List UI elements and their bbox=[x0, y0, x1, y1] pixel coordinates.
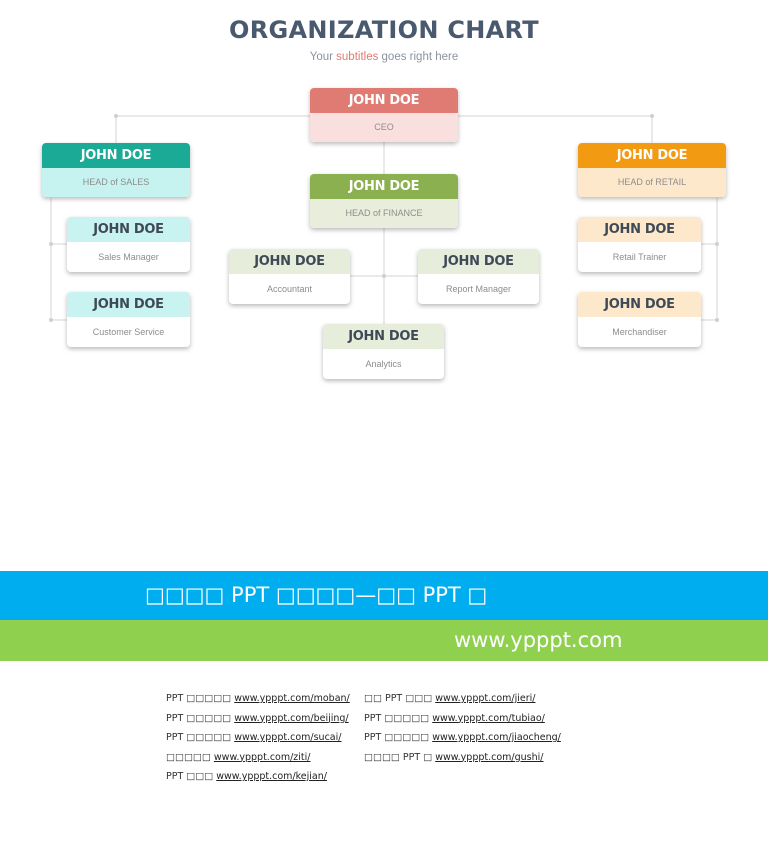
footer-link-label: □□ PPT □□□ bbox=[364, 693, 436, 704]
footer-link[interactable]: PPT □□□□□ www.ypppt.com/beijing/ bbox=[166, 713, 350, 733]
footer-link-label: PPT □□□ bbox=[166, 771, 217, 782]
node-name: JOHN DOE bbox=[229, 249, 350, 274]
node-name: JOHN DOE bbox=[418, 249, 539, 274]
node-role: HEAD of RETAIL bbox=[578, 168, 726, 197]
footer-link-label: PPT □□□□□ bbox=[166, 732, 235, 743]
node-head-finance: JOHN DOE HEAD of FINANCE bbox=[310, 174, 458, 228]
footer-link-url[interactable]: www.ypppt.com/gushi/ bbox=[435, 751, 544, 763]
node-retail-trainer: JOHN DOE Retail Trainer bbox=[578, 217, 701, 272]
node-name: JOHN DOE bbox=[578, 143, 726, 168]
footer-link-label: PPT □□□□□ bbox=[364, 732, 433, 743]
footer-link-url[interactable]: www.ypppt.com/moban/ bbox=[234, 693, 350, 704]
node-name: JOHN DOE bbox=[310, 174, 458, 199]
footer-link[interactable]: PPT □□□□□ www.ypppt.com/jiaocheng/ bbox=[364, 732, 561, 752]
footer-link-list-right: □□ PPT □□□ www.ypppt.com/jieri/ PPT □□□□… bbox=[364, 693, 561, 771]
footer-link-url[interactable]: www.ypppt.com/tubiao/ bbox=[432, 712, 545, 724]
connector-dot bbox=[49, 242, 53, 246]
node-role: Sales Manager bbox=[98, 252, 159, 262]
connector-dot bbox=[715, 242, 719, 246]
subtitle-highlight: subtitles bbox=[336, 51, 379, 63]
footer-link-label: PPT □□□□□ bbox=[166, 693, 235, 704]
node-role: Retail Trainer bbox=[612, 252, 667, 262]
node-report-manager: JOHN DOE Report Manager bbox=[418, 249, 539, 304]
page-subtitle: Your subtitles goes right here bbox=[0, 51, 768, 63]
page-title: ORGANIZATION CHART bbox=[229, 16, 539, 44]
connector-dot bbox=[114, 114, 118, 118]
node-merchandiser: JOHN DOE Merchandiser bbox=[578, 292, 701, 347]
footer-link-url[interactable]: www.ypppt.com/ziti/ bbox=[213, 751, 311, 763]
footer-link[interactable]: □□□□□ www.ypppt.com/ziti/ bbox=[166, 752, 350, 772]
node-role: Merchandiser bbox=[612, 327, 667, 337]
node-role: CEO bbox=[310, 113, 458, 142]
subtitle-suffix: goes right here bbox=[378, 51, 459, 63]
footer-banner: □□□□ PPT □□□□—□□ PPT □ bbox=[0, 571, 768, 620]
footer-link[interactable]: PPT □□□□□ www.ypppt.com/moban/ bbox=[166, 693, 350, 713]
footer-link[interactable]: PPT □□□□□ www.ypppt.com/tubiao/ bbox=[364, 713, 561, 733]
footer-link-label: PPT □□□□□ bbox=[364, 712, 433, 724]
node-sales-manager: JOHN DOE Sales Manager bbox=[67, 217, 190, 272]
node-analytics: JOHN DOE Analytics bbox=[323, 324, 444, 379]
footer-link-label: □□□□□ bbox=[166, 751, 214, 763]
footer-link-url[interactable]: www.ypppt.com/beijing/ bbox=[234, 712, 349, 724]
node-role: HEAD of SALES bbox=[42, 168, 190, 197]
connector-dot bbox=[49, 318, 53, 322]
connector-dot bbox=[650, 114, 654, 118]
node-head-retail: JOHN DOE HEAD of RETAIL bbox=[578, 143, 726, 197]
node-customer-service: JOHN DOE Customer Service bbox=[67, 292, 190, 347]
node-ceo: JOHN DOE CEO bbox=[310, 88, 458, 142]
connector-dot bbox=[382, 274, 386, 278]
node-name: JOHN DOE bbox=[578, 292, 701, 317]
node-name: JOHN DOE bbox=[323, 324, 444, 349]
node-name: JOHN DOE bbox=[67, 292, 190, 317]
footer-link-url[interactable]: www.ypppt.com/jiaocheng/ bbox=[432, 732, 561, 743]
footer-link-list-left: PPT □□□□□ www.ypppt.com/moban/ PPT □□□□□… bbox=[166, 693, 350, 791]
node-role: HEAD of FINANCE bbox=[310, 199, 458, 228]
footer-link-label: PPT □□□□□ bbox=[166, 712, 235, 724]
footer-link[interactable]: PPT □□□ www.ypppt.com/kejian/ bbox=[166, 771, 350, 791]
node-role: Accountant bbox=[266, 284, 313, 294]
footer-banner-text: □□□□ PPT □□□□—□□ PPT □ bbox=[145, 583, 488, 607]
node-accountant: JOHN DOE Accountant bbox=[229, 249, 350, 304]
footer-site-band: www.ypppt.com bbox=[0, 620, 768, 661]
node-role: Customer Service bbox=[92, 327, 165, 337]
footer-link-url[interactable]: www.ypppt.com/kejian/ bbox=[216, 771, 327, 782]
footer-link[interactable]: □□□□ PPT □ www.ypppt.com/gushi/ bbox=[364, 752, 561, 772]
node-role: Analytics bbox=[365, 359, 402, 369]
footer-site-url[interactable]: www.ypppt.com bbox=[454, 628, 623, 652]
node-role: Report Manager bbox=[445, 284, 512, 294]
footer-link[interactable]: □□ PPT □□□ www.ypppt.com/jieri/ bbox=[364, 693, 561, 713]
footer-link-label: □□□□ PPT □ bbox=[364, 751, 436, 763]
connector-dot bbox=[715, 318, 719, 322]
footer-link-url[interactable]: www.ypppt.com/sucai/ bbox=[234, 732, 342, 743]
org-chart-diagram: ORGANIZATION CHART Your subtitles goes r… bbox=[0, 0, 768, 400]
node-head-sales: JOHN DOE HEAD of SALES bbox=[42, 143, 190, 197]
subtitle-prefix: Your bbox=[309, 51, 337, 63]
footer-link[interactable]: PPT □□□□□ www.ypppt.com/sucai/ bbox=[166, 732, 350, 752]
node-name: JOHN DOE bbox=[67, 217, 190, 242]
node-name: JOHN DOE bbox=[578, 217, 701, 242]
footer-link-url[interactable]: www.ypppt.com/jieri/ bbox=[435, 693, 536, 704]
node-name: JOHN DOE bbox=[42, 143, 190, 168]
node-name: JOHN DOE bbox=[310, 88, 458, 113]
